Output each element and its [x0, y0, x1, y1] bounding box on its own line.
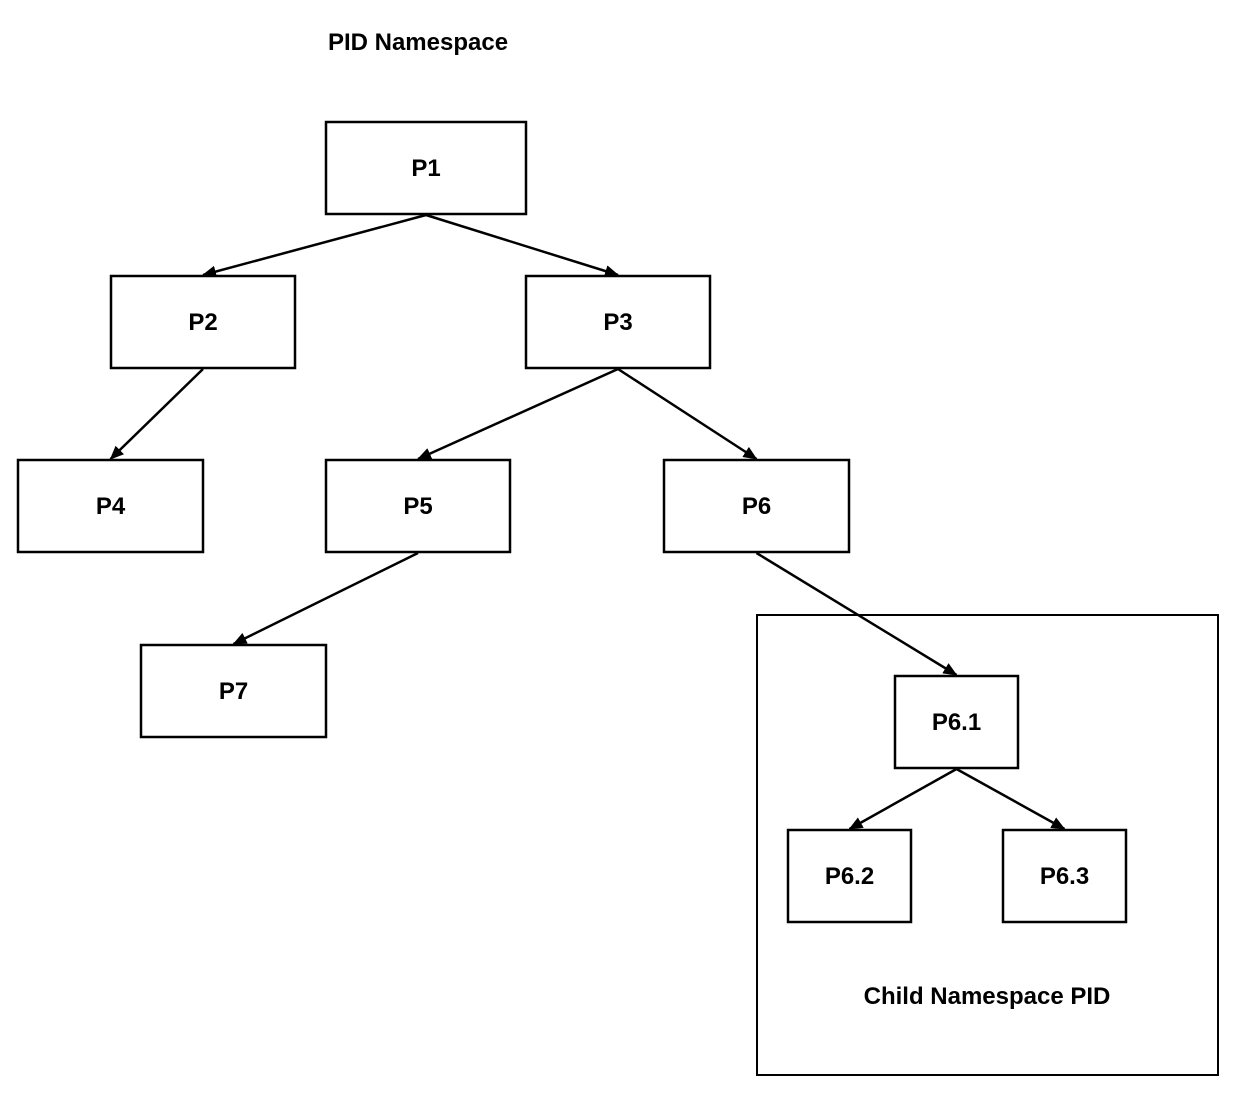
node-box-p1 — [324, 120, 528, 216]
node-label-p6: P6 — [742, 493, 771, 520]
node-label-p3: P3 — [603, 309, 632, 336]
node-label-p5: P5 — [403, 493, 432, 520]
node-label-p6-2: P6.2 — [825, 863, 874, 890]
node-p7: P7 — [139, 643, 328, 739]
diagram-title: PID Namespace — [328, 29, 508, 56]
node-p2: P2 — [109, 274, 297, 370]
node-p4: P4 — [16, 458, 205, 554]
node-label-p6-1: P6.1 — [932, 709, 981, 736]
node-p3: P3 — [524, 274, 712, 370]
child-namespace-frame — [756, 614, 1219, 1076]
node-box-p6-1 — [893, 674, 1020, 770]
edge-p5-to-p7 — [232, 551, 419, 646]
child-namespace-label: Child Namespace PID — [864, 983, 1111, 1010]
node-box-p4 — [16, 458, 205, 554]
node-label-p7: P7 — [219, 678, 248, 705]
edge-p6-1-to-p6-3 — [955, 767, 1066, 831]
node-box-p6-2 — [786, 828, 913, 924]
node-p6: P6 — [662, 458, 851, 554]
edge-p6-to-p6-1 — [755, 551, 958, 677]
node-p1: P1 — [324, 120, 528, 216]
node-label-p2: P2 — [188, 309, 217, 336]
node-p5: P5 — [324, 458, 512, 554]
node-label-p6-3: P6.3 — [1040, 863, 1089, 890]
node-box-p5 — [324, 458, 512, 554]
edge-p1-to-p3 — [425, 213, 619, 277]
node-p6-3: P6.3 — [1001, 828, 1128, 924]
edges-layer — [109, 213, 1066, 831]
node-label-p4: P4 — [96, 493, 126, 520]
edge-p1-to-p2 — [202, 213, 427, 278]
node-label-p1: P1 — [411, 155, 440, 182]
node-box-p6-3 — [1001, 828, 1128, 924]
edge-p3-to-p6 — [617, 367, 758, 461]
node-p6-1: P6.1 — [893, 674, 1020, 770]
node-box-p3 — [524, 274, 712, 370]
edge-p3-to-p5 — [417, 367, 619, 461]
node-box-p7 — [139, 643, 328, 739]
node-p6-2: P6.2 — [786, 828, 913, 924]
node-box-p6 — [662, 458, 851, 554]
edge-p2-to-p4 — [109, 368, 204, 460]
node-box-p2 — [109, 274, 297, 370]
edge-p6-1-to-p6-2 — [848, 767, 958, 831]
